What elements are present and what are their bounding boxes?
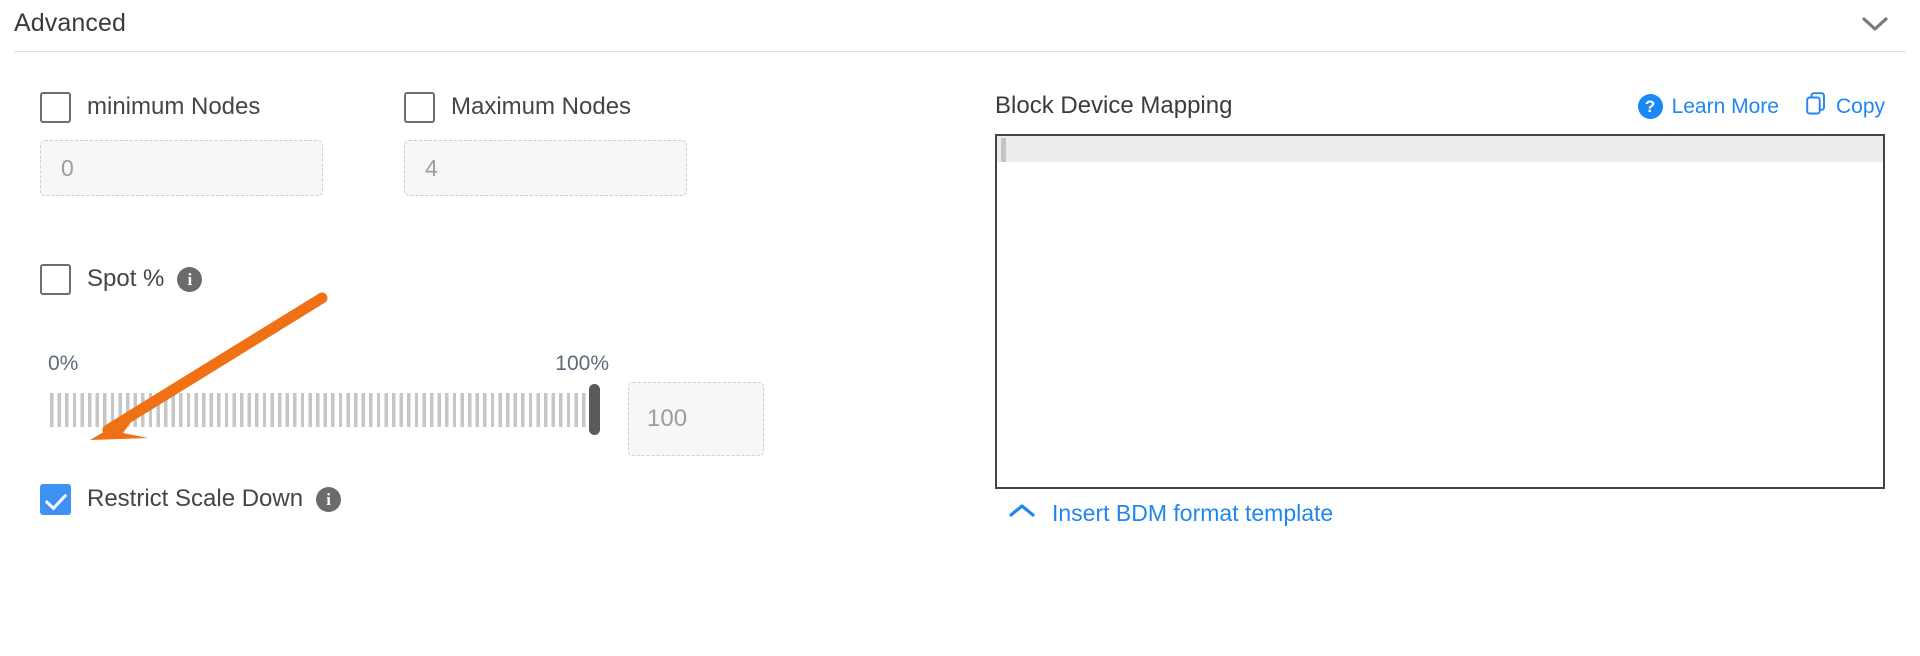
right-column: Block Device Mapping ? Learn More Copy	[960, 52, 1920, 656]
min-nodes-input[interactable]: 0	[40, 140, 323, 196]
question-circle-icon: ?	[1637, 94, 1663, 119]
restrict-scale-down-checkbox[interactable]	[40, 483, 71, 515]
min-nodes-group: minimum Nodes 0	[40, 90, 385, 196]
max-nodes-group: Maximum Nodes 4	[404, 90, 749, 196]
editor-active-line	[997, 136, 1883, 162]
max-nodes-checkbox[interactable]	[404, 91, 435, 123]
block-device-mapping-editor[interactable]	[995, 134, 1885, 489]
copy-label: Copy	[1835, 94, 1885, 118]
chevron-down-icon[interactable]	[1858, 10, 1892, 38]
learn-more-link[interactable]: ? Learn More	[1637, 94, 1779, 119]
slider-track[interactable]	[50, 393, 595, 427]
slider-thumb[interactable]	[589, 384, 600, 435]
info-icon[interactable]: i	[316, 486, 342, 512]
insert-bdm-template-link[interactable]: Insert BDM format template	[1008, 500, 1333, 527]
page-title: Advanced	[14, 9, 126, 37]
header-divider	[14, 51, 1906, 52]
min-nodes-row[interactable]: minimum Nodes	[40, 90, 385, 124]
spot-percent-row[interactable]: Spot % i	[40, 262, 203, 296]
min-nodes-checkbox[interactable]	[40, 91, 71, 123]
restrict-scale-down-row[interactable]: Restrict Scale Down i	[40, 482, 342, 516]
copy-icon	[1805, 92, 1827, 121]
slider-min-label: 0%	[48, 352, 79, 375]
block-device-mapping-title: Block Device Mapping	[995, 92, 1233, 119]
copy-button[interactable]: Copy	[1805, 92, 1885, 121]
info-icon[interactable]: i	[177, 266, 203, 292]
slider-max-label: 100%	[555, 352, 609, 375]
min-nodes-label: minimum Nodes	[87, 93, 261, 120]
spot-percent-label: Spot %	[87, 265, 165, 292]
learn-more-label: Learn More	[1671, 94, 1779, 118]
max-nodes-label: Maximum Nodes	[451, 93, 632, 120]
section-header: Advanced	[0, 0, 1920, 52]
block-device-mapping-header: Block Device Mapping ? Learn More Copy	[995, 92, 1885, 124]
spot-percent-checkbox[interactable]	[40, 263, 71, 295]
insert-bdm-template-label: Insert BDM format template	[1052, 500, 1334, 526]
header-actions: ? Learn More Copy	[1637, 92, 1885, 121]
chevron-up-icon	[1008, 502, 1036, 525]
max-nodes-input[interactable]: 4	[404, 140, 687, 196]
spot-percent-slider-block: 0% 100% 100	[40, 352, 780, 456]
left-column: minimum Nodes 0 Maximum Nodes 4 Spot % i…	[0, 52, 960, 656]
restrict-scale-down-label: Restrict Scale Down	[87, 485, 304, 512]
slider-scale: 0% 100%	[40, 352, 609, 382]
slider-value-input[interactable]: 100	[628, 382, 764, 456]
max-nodes-row[interactable]: Maximum Nodes	[404, 90, 749, 124]
editor-gutter	[1001, 138, 1006, 162]
